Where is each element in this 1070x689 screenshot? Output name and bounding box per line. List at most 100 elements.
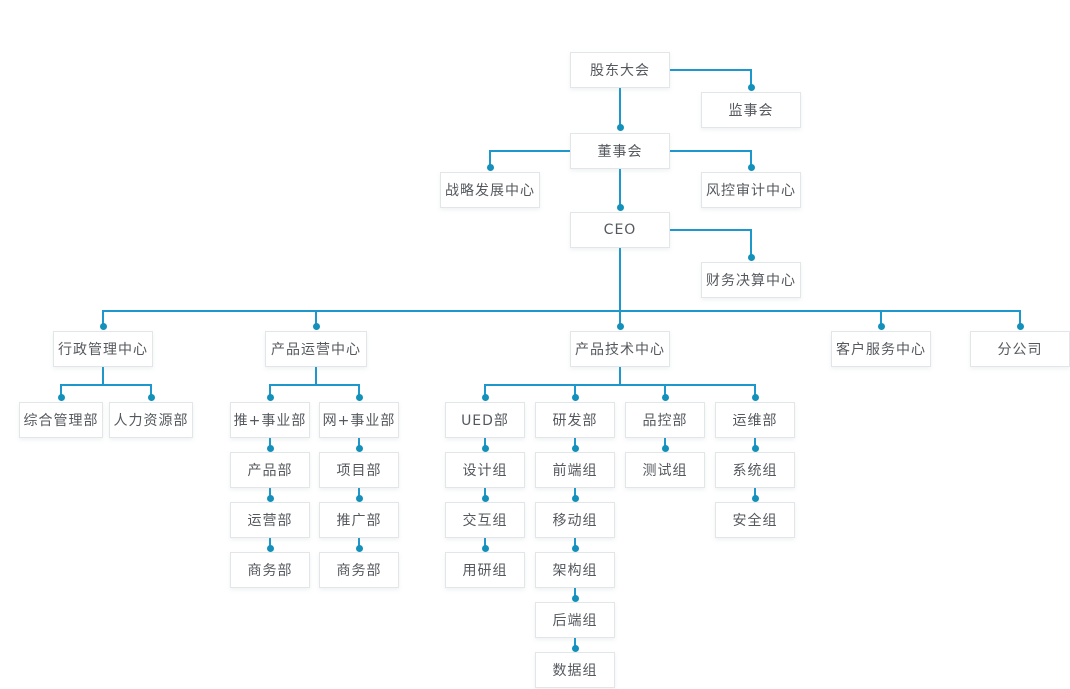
connector-dot [355,393,363,401]
org-node-label: 设计组 [462,463,508,479]
org-node-board-of-directors: 董事会 [570,133,670,169]
org-node-product-dept: 产品部 [230,452,310,488]
connector-line [489,150,571,152]
connector-line [269,384,271,398]
org-node-testing-group: 测试组 [625,452,705,488]
org-node-label: 数据组 [552,663,598,679]
connector-line [269,384,317,386]
connector-line [315,310,317,327]
connector-line [750,69,752,88]
org-node-rd-dept: 研发部 [535,402,615,438]
connector-line [269,437,271,449]
org-node-label: 监事会 [728,103,774,119]
connector-line [754,487,756,499]
org-node-business-dept-tui: 商务部 [230,552,310,588]
connector-dot [99,322,107,330]
org-node-user-research-group: 用研组 [445,552,525,588]
connector-line [664,384,666,398]
connector-dot [312,322,320,330]
connector-line [484,384,486,398]
connector-line [484,537,486,549]
connector-line [669,150,752,152]
connector-line [150,384,152,398]
connector-line [358,537,360,549]
org-node-label: 测试组 [642,463,688,479]
org-node-data-group: 数据组 [535,652,615,688]
connector-line [269,487,271,499]
connector-dot [751,494,759,502]
org-node-project-dept: 项目部 [319,452,399,488]
connector-line [750,150,752,168]
connector-line [754,437,756,449]
org-node-ceo: CEO [570,212,670,248]
connector-dot [481,494,489,502]
org-node-label: 安全组 [732,513,778,529]
connector-line [358,487,360,499]
org-node-label: 产品技术中心 [575,342,665,358]
connector-line [484,487,486,499]
connector-line [574,437,576,449]
org-node-label: 推广部 [336,513,382,529]
org-node-risk-audit-center: 风控审计中心 [701,172,801,208]
org-node-product-operations-center: 产品运营中心 [265,331,367,367]
org-node-strategy-development-center: 战略发展中心 [440,172,540,208]
connector-line [102,310,104,327]
org-node-branch-company: 分公司 [970,331,1070,367]
connector-dot [616,203,624,211]
org-node-label: 股东大会 [590,63,650,79]
connector-line [102,366,104,386]
connector-dot [571,644,579,652]
connector-dot [571,393,579,401]
connector-dot [355,444,363,452]
org-node-label: 风控审计中心 [706,183,796,199]
connector-dot [486,163,494,171]
connector-line [315,384,360,386]
connector-dot [355,544,363,552]
connector-dot [661,444,669,452]
org-node-label: 网+事业部 [322,413,396,429]
org-node-label: 客户服务中心 [836,342,926,358]
connector-dot [747,163,755,171]
org-node-label: UED部 [461,413,509,429]
org-node-interaction-group: 交互组 [445,502,525,538]
connector-dot [616,123,624,131]
connector-line [1019,310,1021,327]
org-node-customer-service-center: 客户服务中心 [831,331,931,367]
org-node-ued-dept: UED部 [445,402,525,438]
org-node-business-dept-wang: 商务部 [319,552,399,588]
org-node-label: 项目部 [336,463,382,479]
org-node-label: 战略发展中心 [445,183,535,199]
connector-line [60,384,62,398]
org-node-label: 移动组 [552,513,598,529]
connector-dot [751,444,759,452]
org-node-ops-maintenance-dept: 运维部 [715,402,795,438]
connector-line [358,384,360,398]
connector-dot [751,393,759,401]
org-node-backend-group: 后端组 [535,602,615,638]
connector-line [102,384,152,386]
connector-line [669,229,752,231]
connector-line [669,69,752,71]
org-node-label: 产品运营中心 [271,342,361,358]
connector-dot [747,83,755,91]
connector-line [574,487,576,499]
connector-line [484,384,756,386]
connector-line [619,310,621,327]
connector-line [574,384,576,398]
connector-line [484,437,486,449]
connector-dot [616,322,624,330]
org-node-label: 产品部 [247,463,293,479]
org-node-promotion-dept: 推广部 [319,502,399,538]
connector-line [60,384,104,386]
connector-dot [571,594,579,602]
connector-dot [481,393,489,401]
org-node-supervisory-board: 监事会 [701,92,801,128]
connector-dot [481,444,489,452]
connector-dot [571,444,579,452]
org-node-label: 人力资源部 [113,413,189,429]
connector-line [489,150,491,168]
org-node-label: 研发部 [552,413,598,429]
connector-line [574,587,576,599]
connector-line [664,437,666,449]
